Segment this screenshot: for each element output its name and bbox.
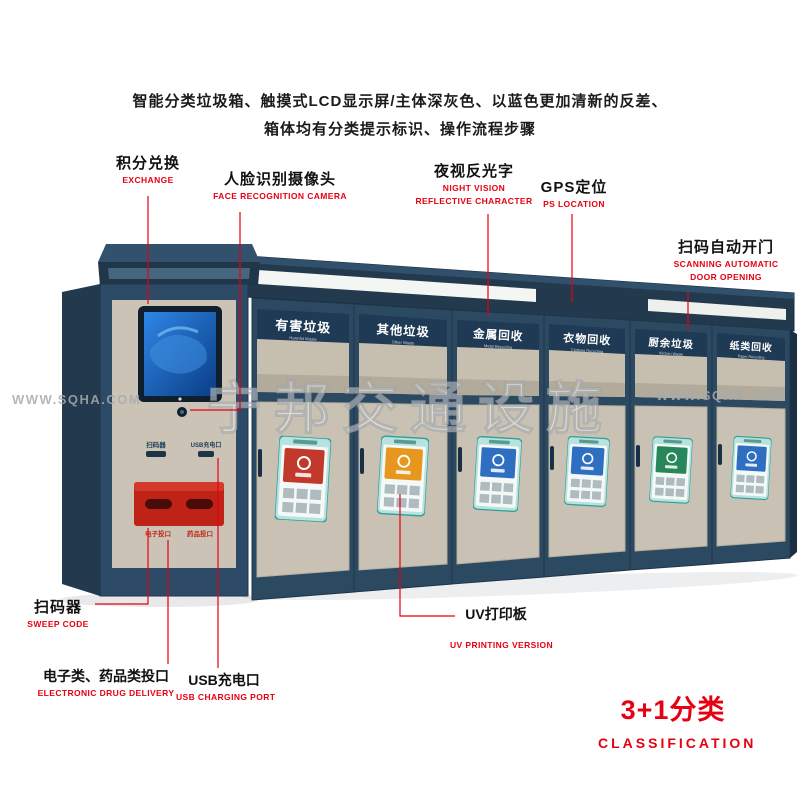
home-button [178,397,182,401]
line-face-recognition [190,212,241,411]
description-line-2: 箱体均有分类提示标识、操作流程步骤 [263,121,536,138]
callout-night-vision: 夜视反光字 NIGHT VISION REFLECTIVE CHARACTER [412,160,536,207]
callout-usb: USB充电口 USB CHARGING PORT [176,670,276,703]
watermarks: WWW.SQHA.COM WWW.SQHA.COM 宁邦交通设施 [12,377,785,441]
callout-electronic-en: ELECTRONIC DRUG DELIVERY [37,688,175,698]
bin-sticker [563,435,611,508]
bin-sublabel: Metal Recycling [484,343,512,350]
callout-exchange-zh: 积分兑换 [115,155,180,172]
callout-night-en2: REFLECTIVE CHARACTER [415,196,533,206]
bin-label: 衣物回收 [563,331,612,348]
bin-label: 有害垃圾 [275,317,332,335]
electronic-slot-label: 电子投口 [145,529,171,538]
callout-sweep-en: SWEEP CODE [27,619,89,629]
bin-5: 厨余垃圾 Kitchen Waste [629,319,713,571]
top-description: 智能分类垃圾箱、触摸式LCD显示屏/主体深灰色、以蓝色更加清新的反差、 箱体均有… [0,88,800,144]
callout-exchange: 积分兑换 EXCHANGE [98,152,198,186]
bin-sublabel: Other Waste [392,339,416,345]
description-line-1: 智能分类垃圾箱、触摸式LCD显示屏/主体深灰色、以蓝色更加清新的反差、 [132,93,668,110]
callout-gps-zh: GPS定位 [540,179,608,196]
bin-sublabel: Paper Recycling [738,354,765,360]
callout-exchange-en: EXCHANGE [122,175,174,185]
usb-port [198,451,214,457]
bin-label: 厨余垃圾 [648,336,694,352]
bin-sticker [730,435,772,501]
callout-gps: GPS定位 PS LOCATION [534,176,614,210]
callout-uv-zh: UV打印板 [465,606,527,622]
callout-gps-en: PS LOCATION [543,199,605,209]
door-handle [258,449,262,477]
bin-1: 有害垃圾 Harmful Waste [251,297,355,601]
callout-scan-door-en1: SCANNING AUTOMATIC [673,259,779,269]
bin-label-band [457,320,539,350]
light-strip-right [648,299,786,320]
watermark-center: 宁邦交通设施 [206,377,614,440]
door-handle [718,444,722,465]
bin-label: 其他垃圾 [376,321,430,339]
bin-sublabel: Kitchen Waste [659,351,684,356]
door-handle [360,448,364,474]
line-sweep-code [95,528,149,605]
bin-label-band [635,329,707,357]
classification-zh: 3+1分类 [620,695,726,725]
bin-sticker [376,434,430,518]
bin-label-band [359,314,447,347]
callout-scan-door-en2: DOOR OPENING [690,272,762,282]
callout-face-recognition: 人脸识别摄像头 FACE RECOGNITION CAMERA [212,168,348,202]
scan-port-label: 扫码器 [146,440,166,449]
classification-en: CLASSIFICATION [598,735,757,751]
watermark-right: WWW.SQHA.COM [656,388,785,403]
control-cabinet: 扫码器 USB充电口 电子投口 药品投口 [62,244,260,597]
bin-sublabel: Clothing Recycling [571,347,603,354]
bin-label-band [717,333,785,361]
bin-label: 金属回收 [472,326,524,343]
bin-label-band [257,309,349,343]
cabinet-canopy-top [98,244,260,262]
watermark-left: WWW.SQHA.COM [12,392,141,407]
bin-sticker [648,435,694,505]
callout-electronic-zh: 电子类、药品类投口 [43,668,169,684]
electronic-slot [145,499,172,509]
cabinet-side [62,284,100,596]
callout-sweep-zh: 扫码器 [33,599,82,616]
bin-label-band [549,324,625,354]
bin-3: 金属回收 Metal Recycling [451,309,545,585]
bin-canopy [245,255,795,332]
door-handle [458,447,462,472]
scan-port [146,451,166,457]
callout-uv-en: UV PRINTING VERSION [450,640,554,650]
callout-night-en1: NIGHT VISION [442,183,506,193]
door-handle [636,445,640,467]
bin-sticker [274,435,332,523]
usb-port-label: USB充电口 [191,441,222,449]
callout-scan-door: 扫码自动开门 SCANNING AUTOMATIC DOOR OPENING [668,236,784,283]
classification-badge: 3+1分类 CLASSIFICATION [598,688,757,751]
row-end-cap [790,330,797,558]
callout-usb-en: USB CHARGING PORT [176,692,276,702]
bin-4: 衣物回收 Clothing Recycling [543,314,631,578]
callout-usb-zh: USB充电口 [188,672,260,688]
bin-label: 纸类回收 [729,339,773,355]
callout-face-zh: 人脸识别摄像头 [223,171,336,188]
callout-leader-lines [95,196,689,668]
delivery-panel [134,482,224,526]
bin-2: 其他垃圾 Other Waste [353,303,453,593]
door-handle [550,446,554,470]
callout-electronic-ports: 电子类、药品类投口 ELECTRONIC DRUG DELIVERY [28,666,184,699]
callout-uv: UV打印板 UV PRINTING VERSION [450,604,554,651]
line-uv [399,494,455,617]
bin-sublabel: Harmful Waste [289,335,317,342]
callout-scan-door-zh: 扫码自动开门 [677,239,774,256]
callout-face-en: FACE RECOGNITION CAMERA [213,191,347,201]
medicine-slot [186,499,213,509]
bin-6: 纸类回收 Paper Recycling [711,324,791,565]
medicine-slot-label: 药品投口 [187,529,213,538]
callout-night-zh: 夜视反光字 [433,163,514,180]
callout-sweep-code: 扫码器 SWEEP CODE [16,596,100,630]
bin-sticker [472,435,523,513]
light-strip-left [258,270,536,302]
